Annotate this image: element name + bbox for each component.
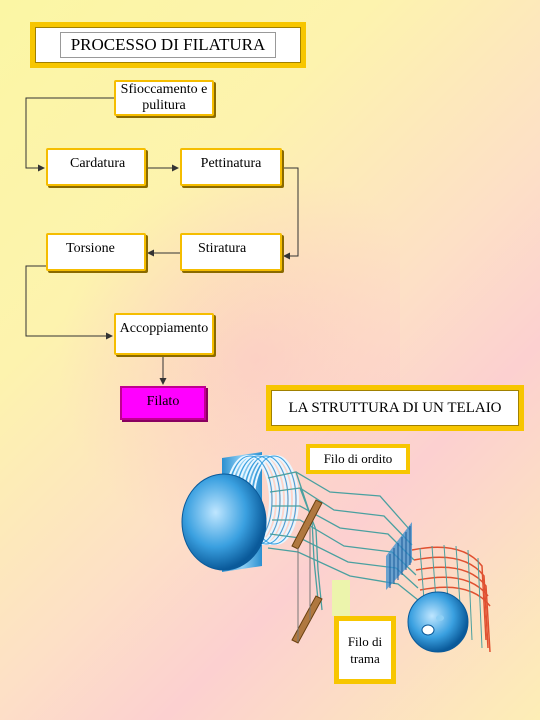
node-torsione: Torsione [46, 233, 146, 271]
node-accoppiamento: Accoppiamento [114, 313, 214, 355]
reed [386, 522, 412, 590]
cloth-beam [407, 544, 491, 653]
arrow-torsione-to-accoppiamento [25, 265, 113, 340]
arrow-pettinatura-to-stiratura [282, 167, 299, 260]
warp-threads [267, 471, 419, 611]
node-filato: Filato [120, 386, 206, 420]
heddle-frames [291, 499, 323, 644]
node-cardatura: Cardatura [46, 148, 146, 186]
node-sfioccamento: Sfioccamento e pulitura [114, 80, 214, 116]
loom-title-box: LA STRUTTURA DI UN TELAIO [266, 385, 524, 431]
warp-beam [181, 452, 299, 572]
node-pettinatura: Pettinatura [180, 148, 282, 186]
warp-label: Filo di ordito [306, 444, 410, 474]
arrow-sfioccamento-to-cardatura [25, 97, 114, 172]
weft-indicator [332, 580, 350, 616]
process-title: PROCESSO DI FILATURA [59, 32, 277, 58]
process-title-box: PROCESSO DI FILATURA [30, 22, 306, 68]
weft-label: Filo di trama [334, 616, 396, 684]
node-stiratura: Stiratura [180, 233, 282, 271]
loom-title: LA STRUTTURA DI UN TELAIO [288, 400, 502, 416]
